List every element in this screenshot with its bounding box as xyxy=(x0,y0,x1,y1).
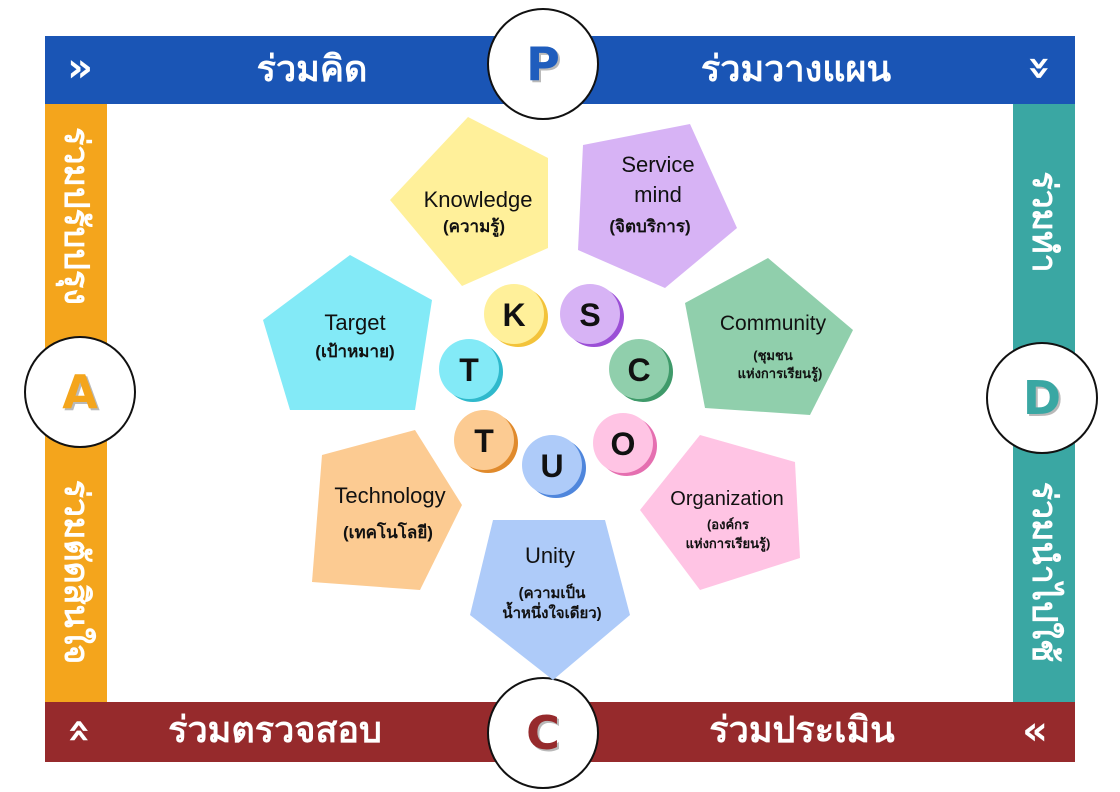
letter-circle-o: O xyxy=(593,413,657,476)
double-chevron-right-icon: » xyxy=(67,45,93,91)
letter-s: S xyxy=(579,297,600,333)
pentagon-organization-thai2: แห่งการเรียนรู้) xyxy=(686,536,771,552)
pentagon-knowledge-label: Knowledge xyxy=(424,187,533,212)
cycle-letter-c: C xyxy=(526,706,560,760)
letter-t-target: T xyxy=(459,352,479,388)
cycle-letter-d: D xyxy=(1022,371,1062,425)
bottom-right-label: ร่วมประเมิน xyxy=(709,710,895,751)
pentagon-unity-thai: (ความเป็น xyxy=(519,583,586,602)
pentagon-target-shape xyxy=(263,255,432,410)
pentagon-organization-shape xyxy=(640,435,800,590)
letter-circle-o-fill xyxy=(593,413,653,473)
cycle-letter-a: A xyxy=(62,365,98,419)
pentagon-knowledge: Knowledge (ความรู้) xyxy=(390,117,548,286)
cycle-circle-a: A xyxy=(24,336,136,448)
pentagon-unity-label: Unity xyxy=(525,543,575,568)
pentagon-service-mind-shape xyxy=(578,124,737,288)
pentagon-target-label: Target xyxy=(324,310,385,335)
pentagon-community-shape xyxy=(685,258,853,415)
pentagon-service-mind-thai: (จิตบริการ) xyxy=(609,217,690,236)
letter-u: U xyxy=(540,448,563,484)
pentagon-organization: Organization (องค์กร แห่งการเรียนรู้) xyxy=(640,435,800,590)
pentagon-service-mind-label2: mind xyxy=(634,182,682,207)
pentagon-knowledge-thai: (ความรู้) xyxy=(443,217,505,238)
pentagon-community: Community (ชุมชน แห่งการเรียนรู้) xyxy=(685,258,853,415)
pentagon-target-thai: (เป้าหมาย) xyxy=(315,342,394,361)
pentagon-community-thai: (ชุมชน xyxy=(753,348,793,364)
pentagon-technology-label: Technology xyxy=(334,483,445,508)
letter-circle-u: U xyxy=(522,435,586,498)
letter-circle-t-technology: T xyxy=(454,410,518,473)
letter-circle-k-fill xyxy=(484,284,544,344)
letter-circle-c-fill xyxy=(609,339,669,399)
bottom-left-label: ร่วมตรวจสอบ xyxy=(168,710,382,751)
pentagon-unity-thai2: น้ำหนึ่งใจเดียว) xyxy=(502,601,601,622)
letter-circle-t-target-fill xyxy=(439,339,499,399)
pentagon-organization-label: Organization xyxy=(670,488,783,510)
letter-circle-s: S xyxy=(560,284,624,347)
pentagon-community-thai2: แห่งการเรียนรู้) xyxy=(738,366,823,382)
pentagon-service-mind-label: Service xyxy=(621,152,694,177)
top-left-label: ร่วมคิด xyxy=(256,49,368,90)
double-chevron-left-icon: « xyxy=(1022,708,1048,754)
pentagon-technology-shape xyxy=(312,430,462,590)
pentagon-technology-thai: (เทคโนโลยี) xyxy=(343,522,433,542)
letter-c: C xyxy=(627,352,650,388)
pentagon-community-label: Community xyxy=(720,312,827,335)
pentagon-technology: Technology (เทคโนโลยี) xyxy=(312,430,462,590)
letter-o: O xyxy=(611,426,636,462)
letter-circle-t-technology-fill xyxy=(454,410,514,470)
pentagon-service-mind: Service mind (จิตบริการ) xyxy=(578,124,737,288)
letter-k: K xyxy=(502,297,525,333)
pentagon-organization-thai: (องค์กร xyxy=(707,517,749,532)
letter-circle-s-fill xyxy=(560,284,620,344)
letter-circle-c: C xyxy=(609,339,673,402)
cycle-circle-d: D xyxy=(986,342,1098,454)
pentagon-target: Target (เป้าหมาย) xyxy=(263,255,432,410)
top-right-label: ร่วมวางแผน xyxy=(700,49,892,90)
letter-circle-u-fill xyxy=(522,435,582,495)
cycle-circle-c: C xyxy=(487,677,599,789)
cycle-letter-p: P xyxy=(526,37,560,91)
cycle-circle-p: P xyxy=(487,8,599,120)
letter-t-technology: T xyxy=(474,423,494,459)
letter-circle-t-target: T xyxy=(439,339,503,402)
letter-circle-k: K xyxy=(484,284,548,347)
pentagon-unity-shape xyxy=(470,520,630,680)
pentagon-knowledge-shape xyxy=(390,117,548,286)
pentagon-unity: Unity (ความเป็น น้ำหนึ่งใจเดียว) xyxy=(470,520,630,680)
